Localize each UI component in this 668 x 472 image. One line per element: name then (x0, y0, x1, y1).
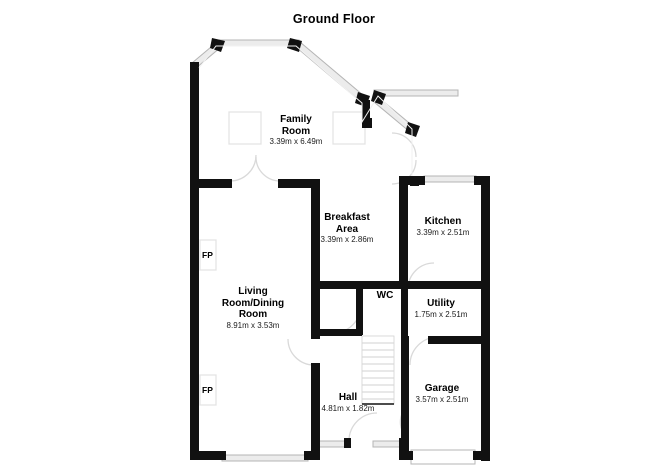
wall-wc-right (356, 289, 363, 335)
room-fills (190, 55, 490, 460)
wall-garage-left (401, 336, 409, 460)
wall-bay-vertical-stub (362, 100, 370, 122)
wall-utility-left (401, 289, 408, 337)
wall-exterior-right-upper (481, 176, 490, 461)
wall-group (190, 38, 490, 461)
wall-exterior-bottom-living (190, 451, 226, 460)
wall-hall-bottom-right (399, 438, 408, 460)
window-conservatory-top-right (373, 89, 459, 97)
wall-living-top-left (190, 179, 232, 188)
wall-living-right-lower (311, 363, 320, 460)
bay-outline (198, 45, 413, 176)
wall-breakfast-top (399, 176, 419, 185)
door-front (348, 412, 378, 442)
door-jamb-front-left (344, 438, 351, 448)
window-hall-left (317, 440, 347, 448)
door-breakfast-to-living (287, 338, 315, 366)
wall-bay-corner-left (190, 62, 199, 73)
window-bay-top (218, 39, 300, 47)
fireplace-label-upper: FP (202, 250, 213, 260)
furniture-family-left (228, 111, 262, 145)
door-conservatory-upper (391, 132, 417, 158)
wall-breakfast-bottom (320, 281, 400, 289)
wall-exterior-left (190, 62, 199, 460)
window-hall-right (372, 440, 402, 448)
wall-living-top-right (278, 179, 320, 188)
fireplace-box-lower (199, 374, 217, 406)
wall-bay-node-corner (362, 118, 372, 128)
wall-kitchen-bottom (407, 281, 483, 289)
page-title: Ground Floor (292, 12, 376, 26)
wall-garage-bottom-right (473, 451, 490, 460)
staircase (361, 335, 395, 405)
wall-hall-bottom (313, 438, 320, 447)
fireplace-label-lower: FP (202, 385, 213, 395)
window-garage-door (410, 449, 476, 465)
fireplace-box-upper (199, 239, 217, 271)
door-family-room-right (255, 156, 281, 182)
window-bay-vertical (365, 98, 371, 178)
wall-hall-bottom-left (311, 438, 320, 460)
wall-utility-bottom (428, 336, 483, 344)
wall-living-right (311, 179, 320, 339)
window-kitchen (423, 175, 477, 183)
window-living-room-bottom (221, 454, 309, 462)
wall-breakfast-right (399, 179, 408, 289)
wall-wc-bottom (320, 329, 362, 336)
